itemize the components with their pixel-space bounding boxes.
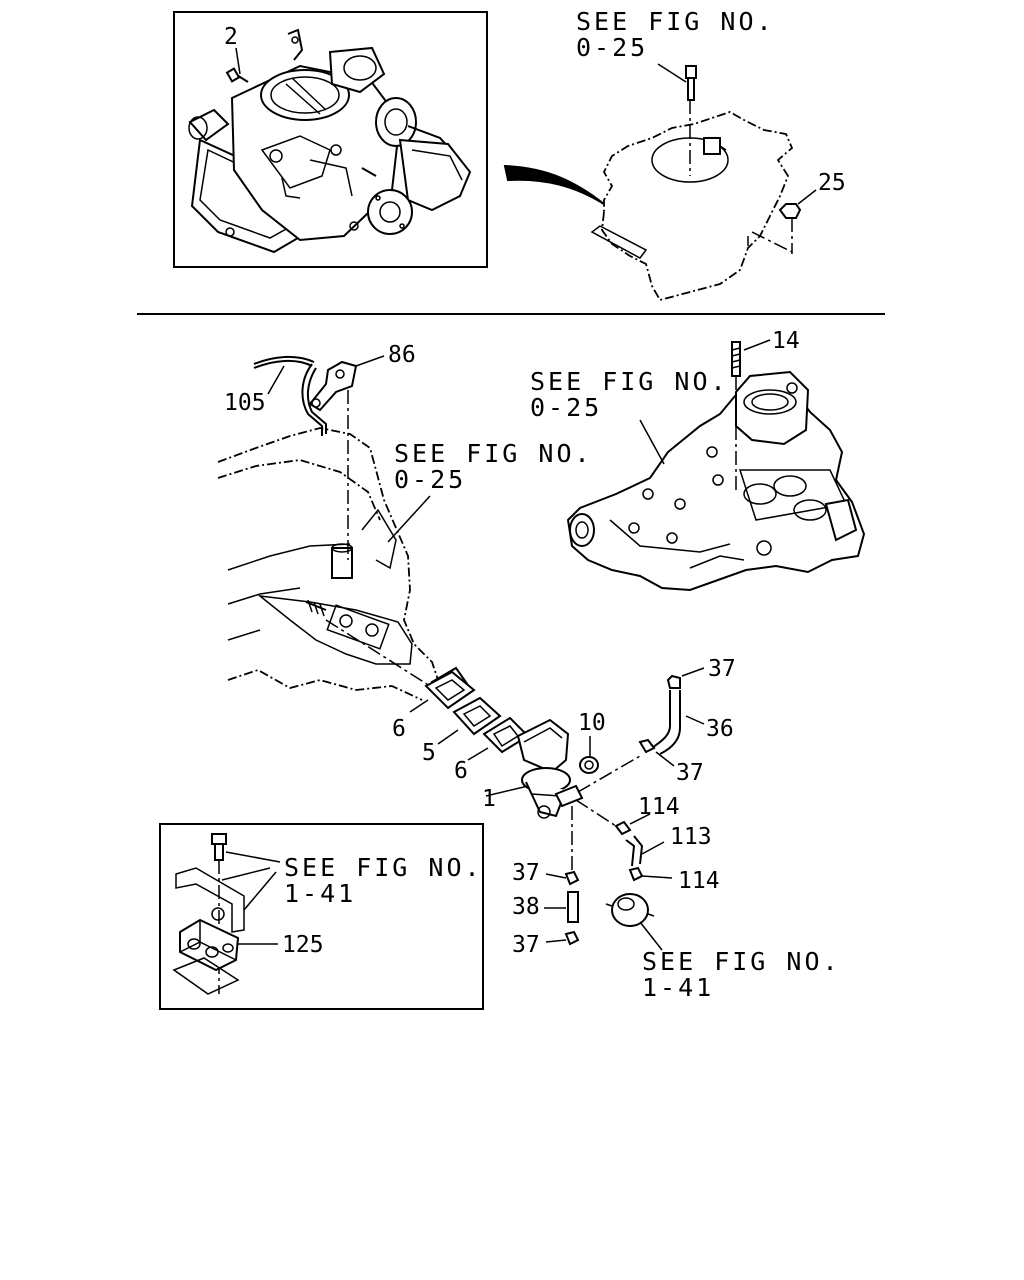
mount-inset: 125 SEE FIG NO. 1-41 — [159, 823, 484, 1010]
callout-37-lower-b: 37 — [512, 932, 540, 958]
hose-113-assembly: 114 113 114 — [614, 794, 720, 894]
callout-2: 2 — [224, 24, 238, 50]
hose-38-assembly: 37 38 37 — [512, 860, 580, 958]
svg-text:SEE FIG NO.: SEE FIG NO. — [576, 7, 775, 36]
callout-1: 1 — [482, 786, 496, 812]
hose-36-assembly: 37 36 37 — [638, 656, 736, 786]
svg-text:0-25: 0-25 — [530, 393, 602, 422]
callout-37-top: 37 — [708, 656, 736, 682]
gaskets-and-fuel-pump: 6 5 6 1 10 — [392, 666, 641, 872]
callout-14: 14 — [772, 328, 800, 354]
engine-block — [217, 427, 439, 701]
callout-38: 38 — [512, 894, 540, 920]
callout-37-lower-a: 37 — [512, 860, 540, 886]
fuel-filter — [605, 893, 663, 951]
callout-113: 113 — [670, 824, 712, 850]
callout-6-lower: 6 — [454, 758, 468, 784]
svg-text:SEE FIG NO.: SEE FIG NO. — [284, 853, 483, 882]
callout-125: 125 — [282, 932, 324, 958]
see-fig-0-25-right: SEE FIG NO. 0-25 — [530, 367, 729, 422]
see-fig-0-25-middle: SEE FIG NO. 0-25 — [394, 439, 593, 494]
intake-manifold: 14 — [566, 328, 866, 592]
svg-text:SEE FIG NO.: SEE FIG NO. — [642, 947, 841, 976]
callout-6-upper: 6 — [392, 716, 406, 742]
see-fig-0-25-top: SEE FIG NO. 0-25 — [576, 7, 775, 62]
see-fig-1-41-inset: SEE FIG NO. 1-41 — [284, 853, 483, 908]
callout-25: 25 — [818, 170, 846, 196]
svg-text:1-41: 1-41 — [284, 879, 356, 908]
bracket-and-hose: 86 105 — [224, 342, 416, 560]
mount-drawing — [172, 833, 245, 995]
callout-36: 36 — [706, 716, 734, 742]
manifold-top-view: 25 — [590, 63, 846, 302]
svg-text:0-25: 0-25 — [394, 465, 466, 494]
callout-114-bottom: 114 — [678, 868, 720, 894]
callout-86: 86 — [388, 342, 416, 368]
see-fig-1-41-right: SEE FIG NO. 1-41 — [642, 947, 841, 1002]
carburetor-drawing — [188, 28, 472, 254]
svg-text:1-41: 1-41 — [642, 973, 714, 1002]
carburetor-inset: 2 — [173, 11, 488, 268]
callout-10: 10 — [578, 710, 606, 736]
svg-text:SEE FIG NO.: SEE FIG NO. — [530, 367, 729, 396]
svg-text:0-25: 0-25 — [576, 33, 648, 62]
callout-114-top: 114 — [638, 794, 680, 820]
callout-105: 105 — [224, 390, 266, 416]
callout-5: 5 — [422, 740, 436, 766]
svg-text:SEE FIG NO.: SEE FIG NO. — [394, 439, 593, 468]
transfer-arrow — [503, 164, 605, 205]
callout-37-middle: 37 — [676, 760, 704, 786]
